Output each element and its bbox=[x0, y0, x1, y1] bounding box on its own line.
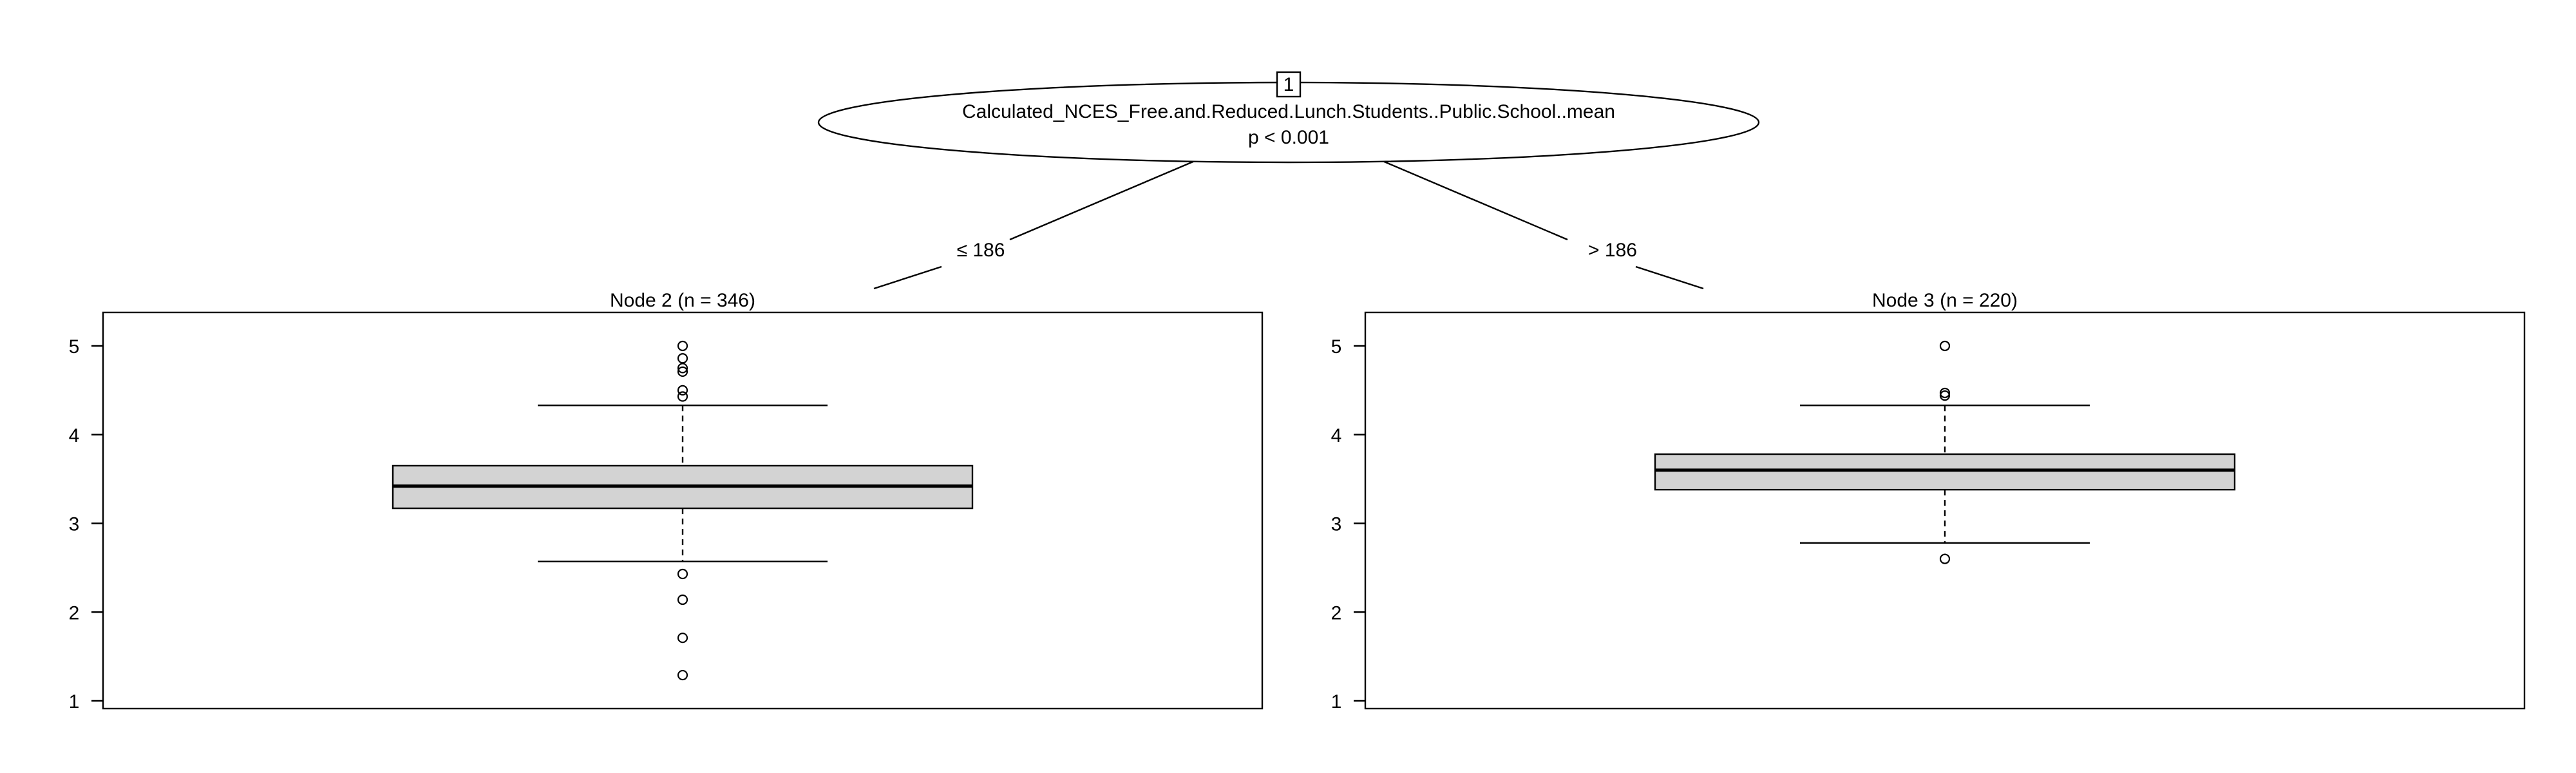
outlier-point bbox=[1939, 387, 1951, 399]
outlier-point bbox=[677, 669, 688, 681]
root-node-id: 1 bbox=[1283, 74, 1294, 95]
outlier-point bbox=[677, 633, 688, 644]
y-tick-label: 1 bbox=[69, 691, 80, 712]
y-tick-label: 1 bbox=[1331, 691, 1342, 712]
y-tick-label: 3 bbox=[69, 514, 80, 535]
outlier-point bbox=[1939, 340, 1951, 352]
y-tick-label: 3 bbox=[1331, 514, 1342, 535]
edge-label-left: ≤ 186 bbox=[957, 240, 1005, 261]
node-title: Node 2 (n = 346) bbox=[610, 290, 755, 311]
outlier-point bbox=[677, 385, 688, 396]
edge-left-upper bbox=[1009, 160, 1195, 241]
outlier-point bbox=[677, 568, 688, 580]
tree-edges bbox=[873, 160, 1704, 290]
outlier-point bbox=[677, 391, 688, 402]
root-node-id-box bbox=[1276, 71, 1302, 98]
root-node-pvalue: p < 0.001 bbox=[1248, 127, 1329, 148]
outlier-point bbox=[1939, 390, 1951, 401]
terminal-node-1: Node 2 (n = 346) 1 2 3 4 5 bbox=[69, 290, 1264, 712]
outlier-point bbox=[1939, 553, 1951, 564]
outlier-point bbox=[677, 353, 688, 364]
y-tick-label: 2 bbox=[69, 602, 80, 624]
node-title: Node 3 (n = 220) bbox=[1872, 290, 2018, 311]
terminal-node-2: Node 3 (n = 220) 1 2 3 4 5 bbox=[1331, 290, 2526, 712]
edge-label-right: > 186 bbox=[1588, 240, 1637, 261]
terminal-node-panels: Node 2 (n = 346) 1 2 3 4 5 Node 3 (n = 220) 1 2 3… bbox=[69, 290, 2526, 712]
outlier-point bbox=[677, 594, 688, 606]
root-node-variable: Calculated_NCES_Free.and.Reduced.Lunch.S… bbox=[962, 101, 1615, 122]
plot-frame bbox=[1364, 311, 2526, 710]
root-node: 1 Calculated_NCES_Free.and.Reduced.Lunch… bbox=[817, 71, 1760, 164]
y-tick-label: 4 bbox=[1331, 425, 1342, 446]
edge-right-lower bbox=[1635, 265, 1704, 290]
y-tick-label: 5 bbox=[69, 336, 80, 358]
y-tick-label: 4 bbox=[69, 425, 80, 446]
outlier-point bbox=[677, 340, 688, 352]
iqr-box bbox=[1654, 453, 2236, 491]
plot-frame bbox=[102, 311, 1264, 710]
edge-right-upper bbox=[1382, 160, 1568, 241]
outlier-point bbox=[677, 363, 688, 374]
y-tick-label: 2 bbox=[1331, 602, 1342, 624]
y-tick-label: 5 bbox=[1331, 336, 1342, 358]
edge-left-lower bbox=[873, 265, 942, 290]
outlier-point bbox=[677, 366, 688, 377]
